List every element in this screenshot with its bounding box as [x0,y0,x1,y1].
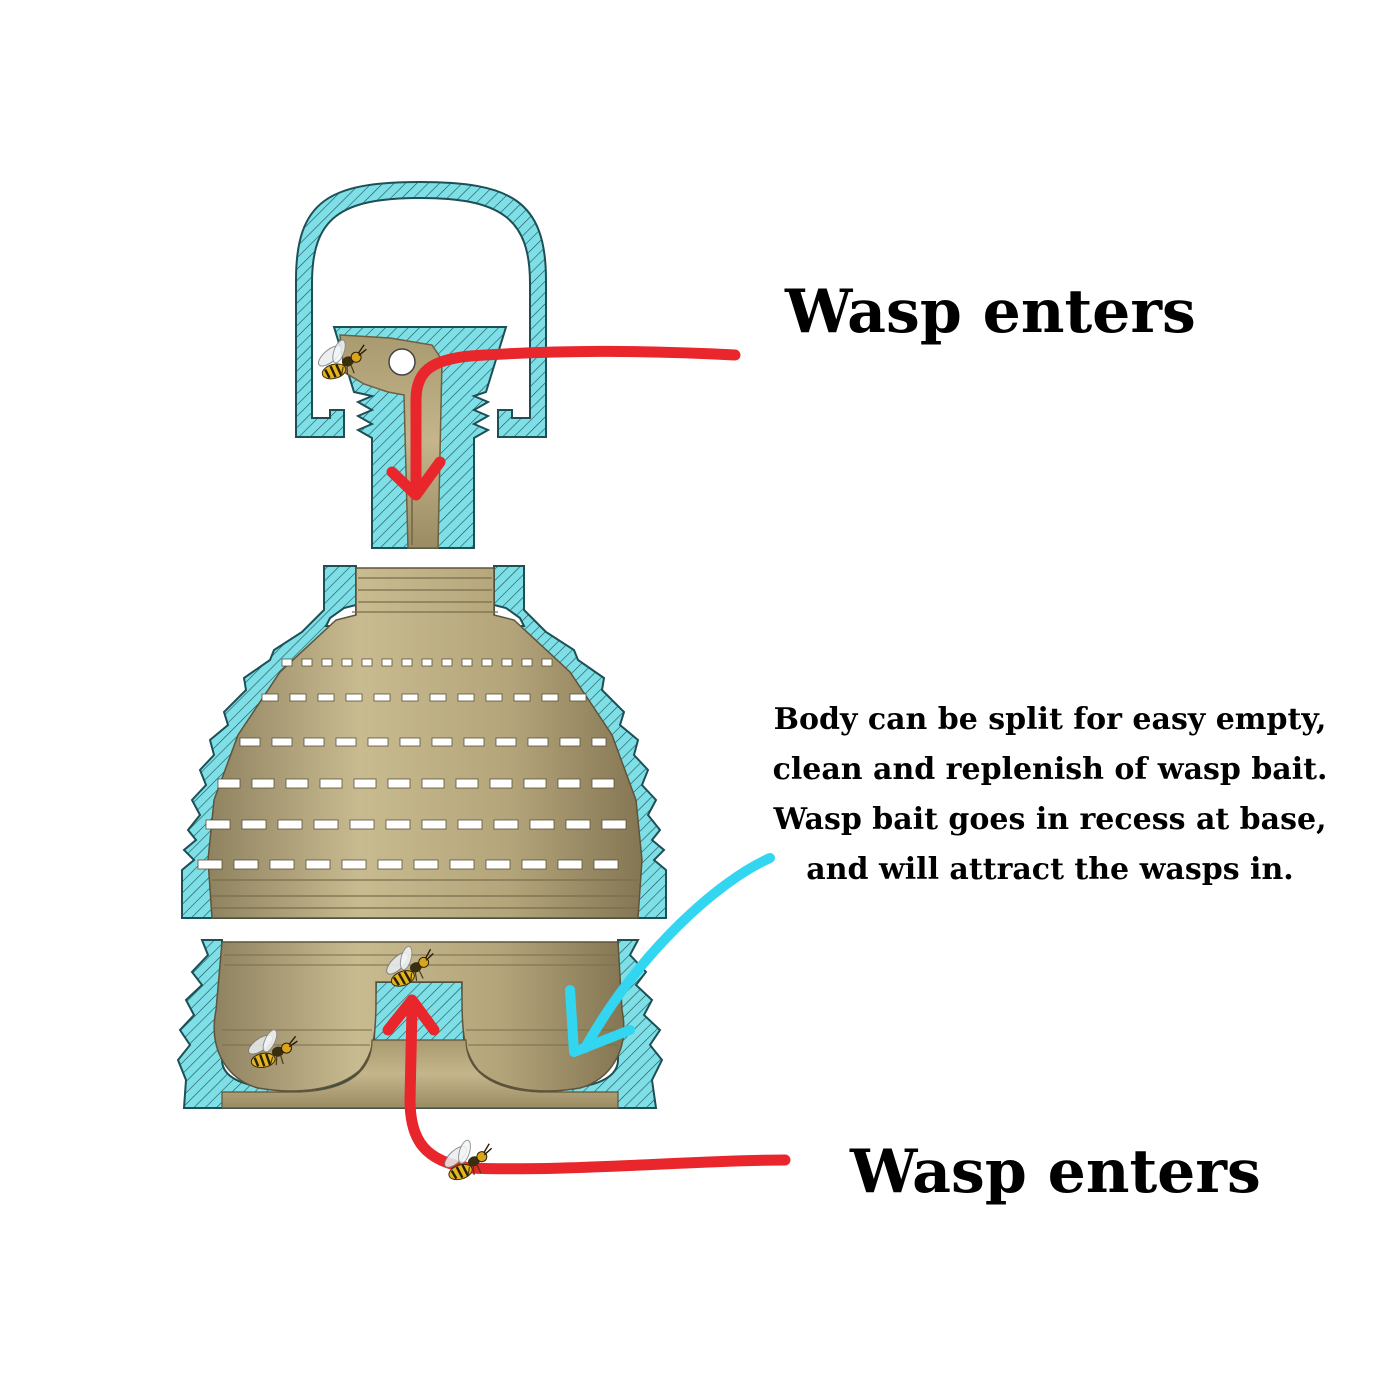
upper-body-section [181,565,667,919]
cap-section [295,180,547,438]
entry-path-arrow-top [386,345,741,501]
top-entry-label: Wasp enters [785,277,1196,347]
bait-recess-arrow [565,853,775,1057]
entry-path-arrow-bottom [382,994,791,1175]
base-section [176,939,664,1109]
ventilation-slots [197,658,627,870]
bottom-entry-label: Wasp enters [850,1137,1261,1207]
body-split-note: Body can be split for easy empty, clean … [772,702,1328,887]
